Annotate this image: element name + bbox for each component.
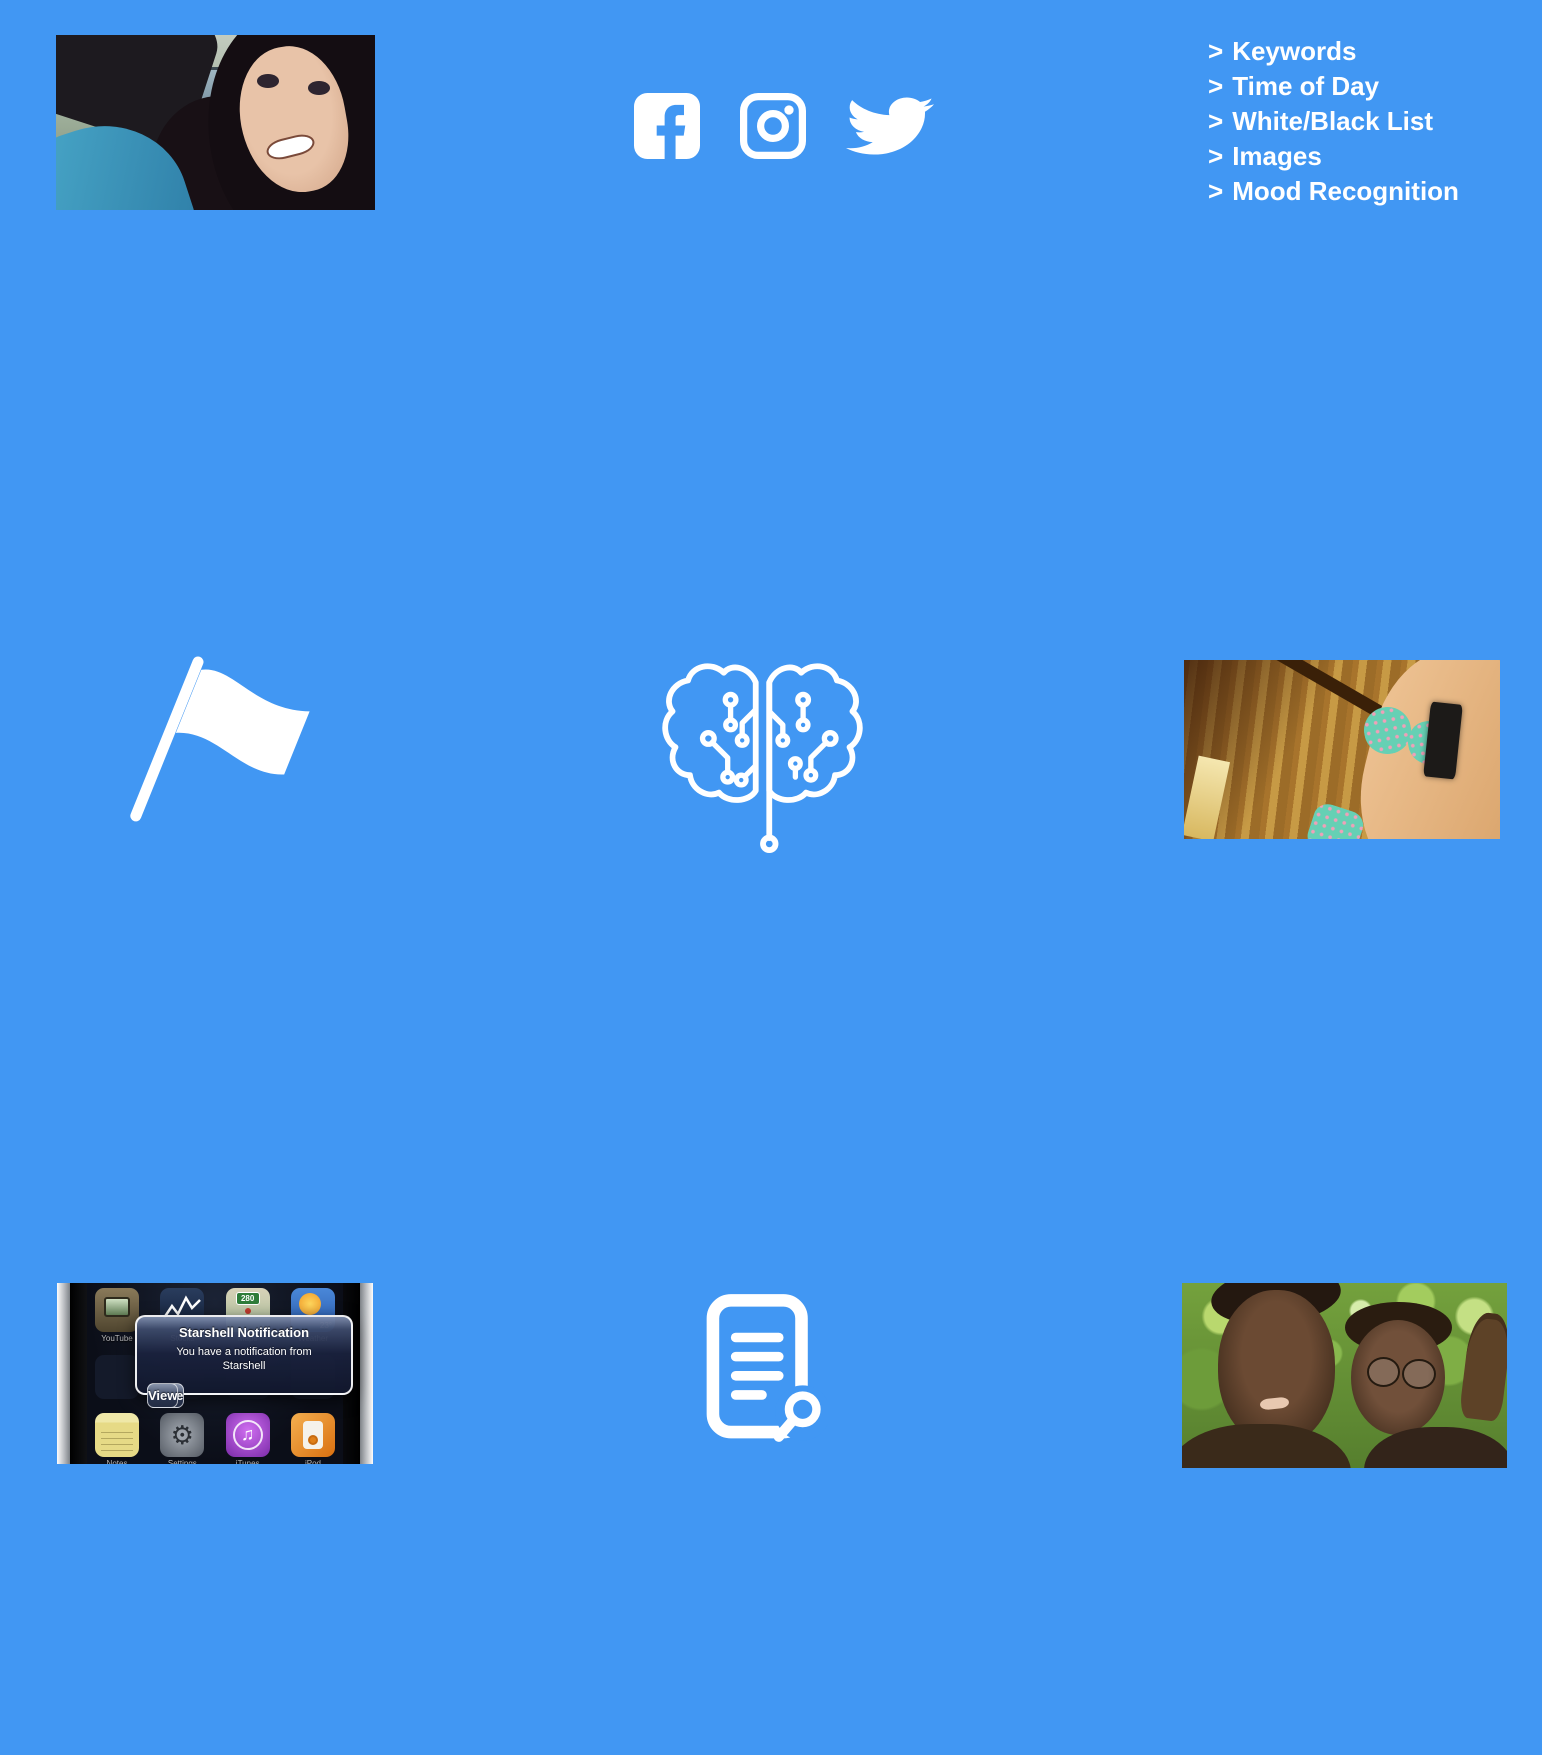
- photo-figure-detail: [1364, 1427, 1507, 1468]
- notification-title: Starshell Notification: [178, 1325, 310, 1340]
- photo-bikini-mirror-selfie: [1184, 660, 1500, 839]
- feature-label: Mood Recognition: [1232, 176, 1459, 206]
- feature-item-keywords: > Keywords: [1208, 34, 1459, 69]
- phone-edge: [57, 1283, 70, 1464]
- photo-girl-selfie: [56, 35, 375, 210]
- feature-item-mood-recognition: > Mood Recognition: [1208, 174, 1459, 209]
- photo-mud-covered-teens: [1182, 1283, 1507, 1468]
- notes-icon: [95, 1413, 139, 1457]
- photo-face-detail: [256, 73, 280, 88]
- twitter-icon: [846, 97, 934, 155]
- app-label: Settings: [167, 1459, 197, 1464]
- photo-hand-detail: [1458, 1310, 1507, 1423]
- view-button[interactable]: View: [147, 1382, 179, 1408]
- photo-clothing-detail: [1304, 800, 1367, 839]
- notification-dialog: Starshell Notification You have a notifi…: [135, 1315, 353, 1408]
- document-scan-icon: [706, 1294, 828, 1442]
- feature-label: Time of Day: [1232, 71, 1380, 101]
- ipod-icon: [290, 1413, 335, 1457]
- feature-label: Images: [1232, 141, 1322, 171]
- feature-bullet: >: [1208, 36, 1224, 66]
- app-row: Notes ⚙ Settings ♫ iTunes iPod: [93, 1413, 337, 1464]
- phone-edge: [360, 1283, 373, 1464]
- app-ipod: iPod: [289, 1413, 337, 1464]
- flag-icon: [130, 656, 310, 822]
- feature-label: White/Black List: [1232, 106, 1434, 136]
- feature-item-images: > Images: [1208, 139, 1459, 174]
- app-label: YouTube: [101, 1334, 133, 1343]
- app-label: iTunes: [235, 1459, 260, 1464]
- sun-icon: [298, 1293, 321, 1315]
- glasses-detail: [1402, 1358, 1436, 1389]
- facebook-icon: [634, 93, 700, 159]
- features-list: > Keywords > Time of Day > White/Black List…: [1208, 34, 1459, 209]
- feature-bullet: >: [1208, 71, 1224, 101]
- photo-face-detail: [1217, 1290, 1335, 1446]
- app-row: YouTube Stocks 280 Maps: [93, 1288, 337, 1343]
- photo-figure-detail: [1182, 1423, 1351, 1468]
- feature-label: Keywords: [1232, 36, 1357, 66]
- notification-body: You have a notification from Starshell: [176, 1346, 312, 1373]
- app-label: iPod: [304, 1459, 321, 1464]
- feature-bullet: >: [1208, 141, 1224, 171]
- ai-brain-icon: [662, 663, 863, 854]
- app-itunes: ♫ iTunes: [224, 1413, 272, 1464]
- app-youtube: YouTube: [93, 1288, 141, 1343]
- phone-screen: YouTube Stocks 280 Maps: [87, 1283, 353, 1464]
- app-settings: ⚙ Settings: [158, 1413, 206, 1464]
- photo-face-detail: [308, 80, 331, 95]
- app-label: Notes: [106, 1459, 128, 1464]
- phone-notification-screenshot: YouTube Stocks 280 Maps: [57, 1283, 373, 1464]
- social-icons-row: [634, 92, 934, 160]
- glasses-detail: [1366, 1357, 1400, 1387]
- photo-background-detail: [1184, 756, 1230, 839]
- music-note-icon: ♫: [225, 1413, 270, 1457]
- maps-icon: 280: [225, 1288, 270, 1332]
- feature-bullet: >: [1208, 176, 1224, 206]
- app-notes: Notes: [93, 1413, 141, 1464]
- youtube-icon: [95, 1288, 139, 1332]
- gear-icon: ⚙: [160, 1413, 205, 1457]
- feature-item-white-black-list: > White/Black List: [1208, 104, 1459, 139]
- feature-bullet: >: [1208, 106, 1224, 136]
- app-icon-dimmed: [95, 1355, 139, 1399]
- highway-badge: 280: [235, 1292, 260, 1305]
- feature-item-time-of-day: > Time of Day: [1208, 69, 1459, 104]
- instagram-icon: [740, 93, 806, 159]
